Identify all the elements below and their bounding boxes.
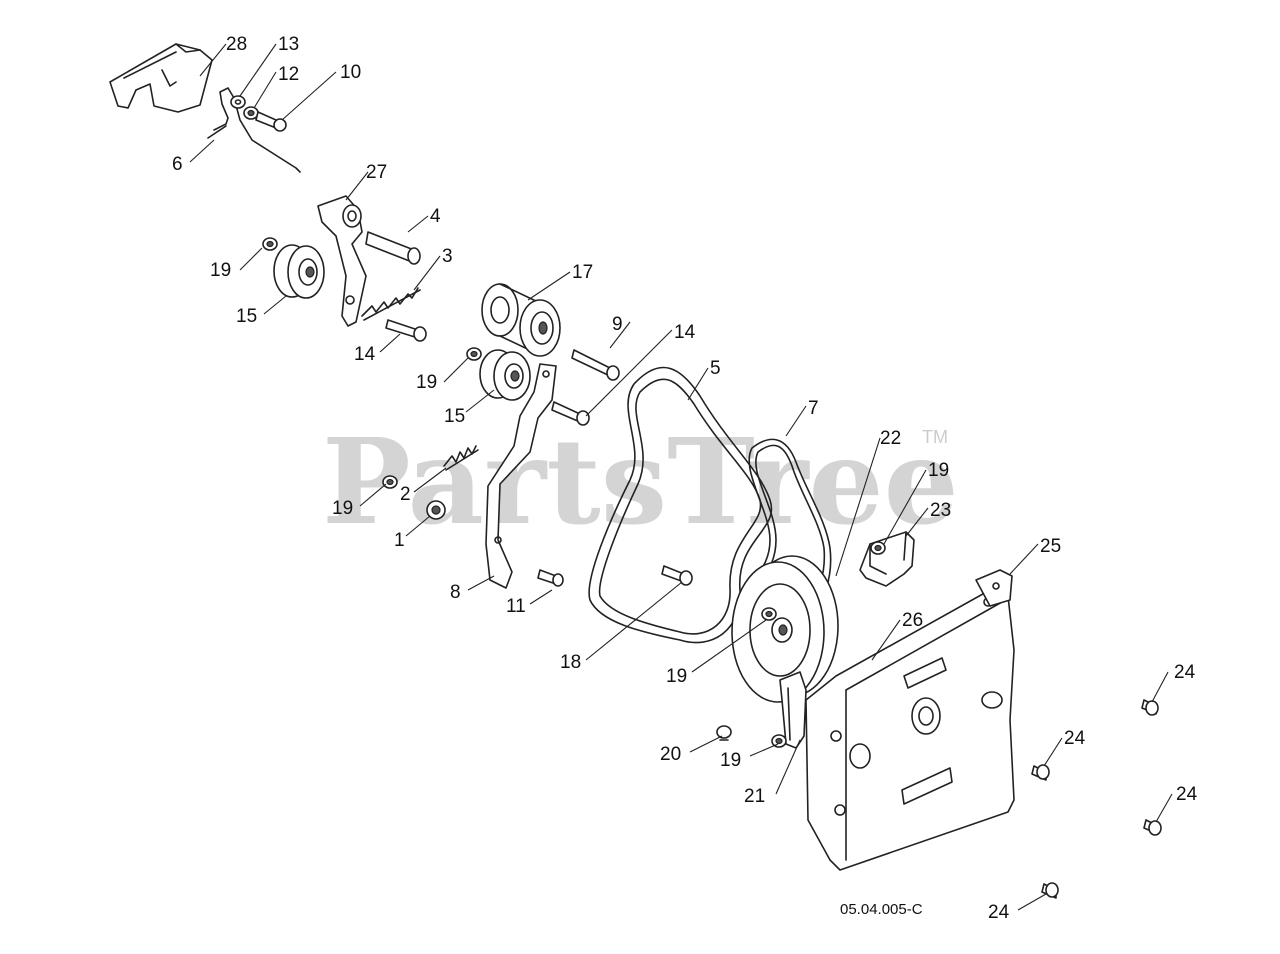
callout-24-a[interactable]: 24 bbox=[1174, 662, 1196, 683]
callout-18[interactable]: 18 bbox=[560, 652, 581, 673]
part-15-idler-pulley-a[interactable] bbox=[273, 244, 325, 299]
part-24-bolt-c[interactable] bbox=[1143, 819, 1162, 836]
part-25-tab[interactable] bbox=[975, 569, 1013, 607]
part-24-bolt-d[interactable] bbox=[1041, 882, 1059, 899]
callout-19-b[interactable]: 19 bbox=[416, 372, 437, 393]
callout-26[interactable]: 26 bbox=[902, 610, 923, 631]
part-19-nut-c[interactable] bbox=[382, 475, 398, 489]
callout-12[interactable]: 12 bbox=[278, 64, 299, 85]
callout-19-f[interactable]: 19 bbox=[720, 750, 741, 771]
part-3-spring[interactable] bbox=[361, 287, 421, 321]
callout-28[interactable]: 28 bbox=[226, 34, 247, 55]
diagram-code: 05.04.005-C bbox=[840, 901, 923, 918]
callout-15-b[interactable]: 15 bbox=[444, 406, 465, 427]
callout-14-b[interactable]: 14 bbox=[674, 322, 696, 343]
part-12-nut[interactable] bbox=[243, 106, 259, 120]
part-26-mounting-plate[interactable] bbox=[805, 589, 1015, 871]
callout-19-e[interactable]: 19 bbox=[666, 666, 687, 687]
callout-14-a[interactable]: 14 bbox=[354, 344, 376, 365]
part-24-bolt-a[interactable] bbox=[1141, 699, 1159, 716]
callout-19-c[interactable]: 19 bbox=[928, 460, 949, 481]
part-21-bracket[interactable] bbox=[779, 671, 807, 749]
part-19-nut-d[interactable] bbox=[870, 541, 886, 555]
callout-24-c[interactable]: 24 bbox=[1176, 784, 1198, 805]
callout-6[interactable]: 6 bbox=[172, 154, 183, 175]
part-5-belt[interactable] bbox=[588, 366, 773, 644]
callout-19-d[interactable]: 19 bbox=[332, 498, 353, 519]
callout-22[interactable]: 22 bbox=[880, 428, 901, 449]
watermark-trademark: TM bbox=[922, 427, 948, 447]
part-14-bolt-a[interactable] bbox=[385, 319, 427, 342]
callout-15-a[interactable]: 15 bbox=[236, 306, 257, 327]
callout-21[interactable]: 21 bbox=[744, 786, 765, 807]
callout-1[interactable]: 1 bbox=[394, 530, 405, 551]
callout-24-d[interactable]: 24 bbox=[988, 902, 1010, 923]
part-19-nut-b[interactable] bbox=[466, 347, 482, 361]
callout-25[interactable]: 25 bbox=[1040, 536, 1061, 557]
callout-11[interactable]: 11 bbox=[506, 596, 526, 617]
callout-23[interactable]: 23 bbox=[930, 500, 951, 521]
callout-4[interactable]: 4 bbox=[430, 206, 441, 227]
part-17-double-pulley[interactable] bbox=[481, 283, 561, 357]
callout-13[interactable]: 13 bbox=[278, 34, 299, 55]
part-9-bolt[interactable] bbox=[571, 349, 620, 381]
part-1-bushing[interactable] bbox=[426, 500, 446, 520]
part-15-idler-pulley-b[interactable] bbox=[479, 349, 531, 401]
part-14-bolt-b[interactable] bbox=[551, 401, 590, 426]
part-24-bolt-b[interactable] bbox=[1031, 764, 1050, 781]
callout-3[interactable]: 3 bbox=[442, 246, 453, 267]
callout-2[interactable]: 2 bbox=[400, 484, 411, 505]
part-4-pin[interactable] bbox=[365, 231, 421, 265]
part-19-nut-a[interactable] bbox=[262, 237, 278, 251]
callout-20[interactable]: 20 bbox=[660, 744, 681, 765]
part-19-nut-e[interactable] bbox=[761, 607, 777, 621]
callout-17[interactable]: 17 bbox=[572, 262, 593, 283]
part-11-bolt[interactable] bbox=[537, 569, 564, 587]
callout-7[interactable]: 7 bbox=[808, 398, 819, 419]
part-8-idler-arm[interactable] bbox=[485, 363, 557, 589]
leader-lines bbox=[189, 43, 1173, 911]
callout-labels: 28 13 12 10 6 27 4 3 19 15 14 17 9 14 5 … bbox=[172, 34, 1198, 923]
part-22-drive-pulley[interactable] bbox=[731, 555, 839, 703]
callout-19-a[interactable]: 19 bbox=[210, 260, 231, 281]
part-20-screw[interactable] bbox=[716, 725, 732, 741]
part-18-bolt[interactable] bbox=[661, 565, 693, 586]
callout-24-b[interactable]: 24 bbox=[1064, 728, 1086, 749]
part-13-washer[interactable] bbox=[230, 95, 246, 109]
callout-9[interactable]: 9 bbox=[612, 314, 623, 335]
part-27-idler-arm[interactable] bbox=[317, 195, 367, 327]
callout-10[interactable]: 10 bbox=[340, 62, 361, 83]
part-6-rod[interactable] bbox=[207, 87, 301, 173]
callout-5[interactable]: 5 bbox=[710, 358, 721, 379]
part-10-bolt[interactable] bbox=[255, 111, 287, 132]
callout-8[interactable]: 8 bbox=[450, 582, 461, 603]
part-19-nut-f[interactable] bbox=[771, 734, 787, 748]
callout-27[interactable]: 27 bbox=[366, 162, 387, 183]
part-28-bracket[interactable] bbox=[109, 43, 213, 113]
part-2-spring[interactable] bbox=[443, 445, 479, 471]
